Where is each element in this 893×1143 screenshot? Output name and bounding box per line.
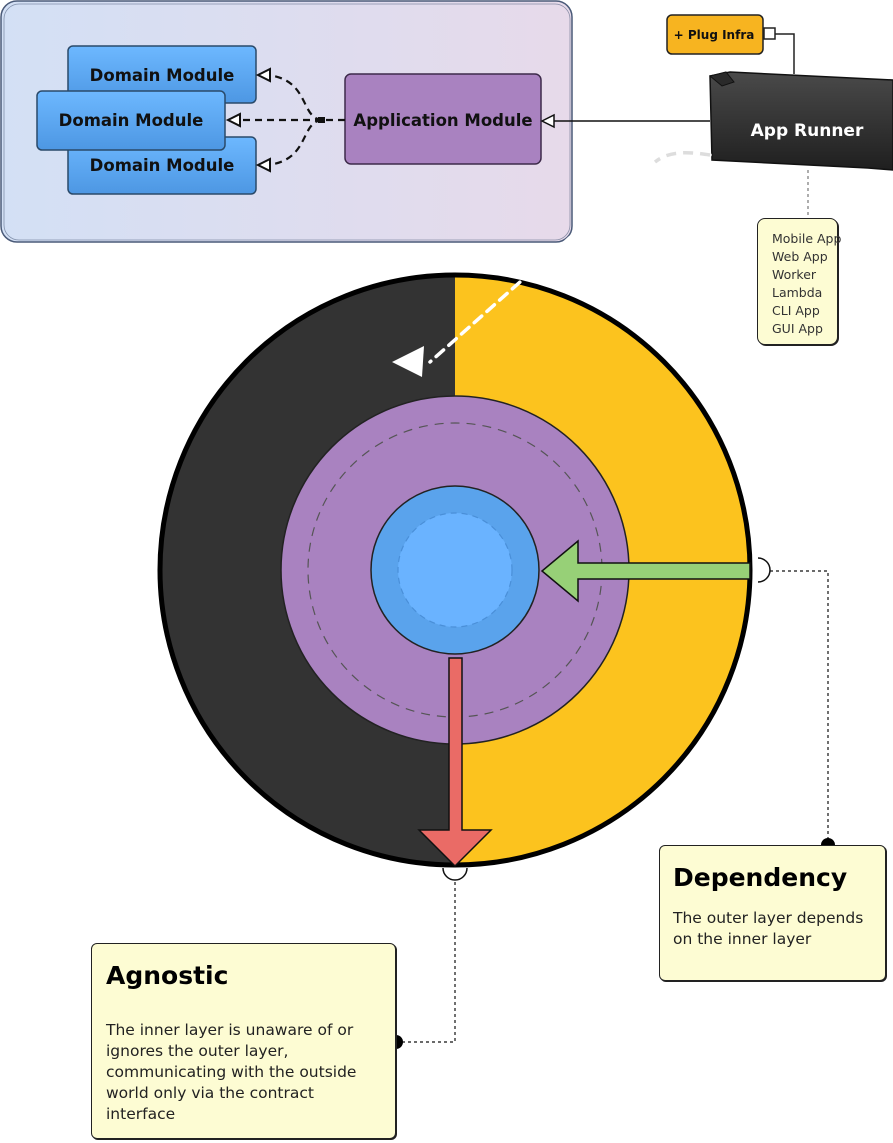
plug-infra-label: + Plug Infra xyxy=(674,28,755,42)
domain-module-top[interactable]: Domain Module xyxy=(67,45,257,104)
app-type-item: Web App xyxy=(772,249,828,264)
domain-core xyxy=(370,485,540,655)
agnostic-note-text: The inner layer is unaware of or ignores… xyxy=(106,1021,357,1123)
arrow-junction xyxy=(318,117,325,123)
dependency-arrow xyxy=(540,539,751,603)
dependency-note-connector xyxy=(770,570,829,842)
agnostic-note: Agnostic The inner layer is unaware of o… xyxy=(91,943,396,1139)
dependency-note-title: Dependency xyxy=(673,863,848,892)
app-type-item: GUI App xyxy=(772,321,823,336)
application-module[interactable]: Application Module xyxy=(344,73,542,165)
dependency-note-text: The outer layer depends on the inner lay… xyxy=(673,909,864,948)
runner-arrowhead xyxy=(540,113,555,129)
app-runner[interactable]: App Runner xyxy=(708,71,893,171)
app-type-item: CLI App xyxy=(772,303,820,318)
module-arrowheads xyxy=(225,67,271,173)
agnostic-arrow xyxy=(417,657,493,868)
application-module-label: Application Module xyxy=(353,111,532,130)
agnostic-note-title: Agnostic xyxy=(106,961,229,990)
app-runner-label: App Runner xyxy=(751,121,864,141)
app-type-item: Worker xyxy=(772,267,817,282)
dependency-connector xyxy=(757,557,771,583)
app-type-item: Lambda xyxy=(772,285,823,300)
runner-to-circle-arrowhead xyxy=(392,346,424,377)
plug-socket-icon xyxy=(763,27,776,40)
agnostic-connector xyxy=(442,867,468,881)
domain-module-bottom[interactable]: Domain Module xyxy=(67,136,257,195)
domain-module-label: Domain Module xyxy=(90,66,235,85)
domain-module-label: Domain Module xyxy=(90,156,235,175)
runner-to-circle-dashed-line-start xyxy=(653,150,711,164)
module-dependency-arrows xyxy=(238,73,345,167)
dependency-note: Dependency The outer layer depends on th… xyxy=(659,845,886,981)
app-type-item: Mobile App xyxy=(772,231,842,246)
plug-connector xyxy=(775,33,795,74)
app-types-list: Mobile App Web App Worker Lambda CLI App… xyxy=(757,218,842,345)
domain-module-middle[interactable]: Domain Module xyxy=(36,90,226,151)
agnostic-note-connector xyxy=(398,882,456,1043)
domain-module-label: Domain Module xyxy=(59,111,204,130)
plug-infra[interactable]: + Plug Infra xyxy=(666,14,776,55)
